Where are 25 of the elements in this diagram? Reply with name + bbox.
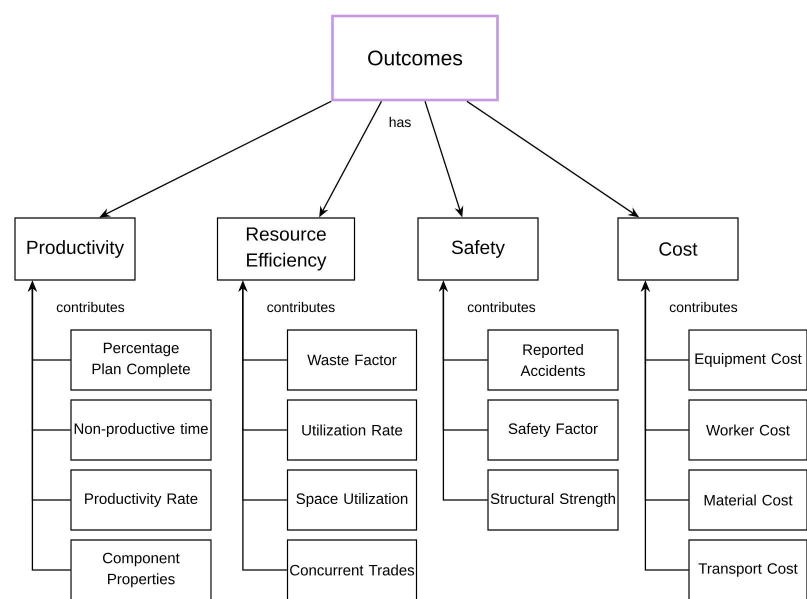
edge-label: has bbox=[388, 116, 412, 128]
factor-box: Concurrent Trades bbox=[286, 539, 418, 599]
outcome-box: Outcomes bbox=[331, 14, 499, 102]
edge-label: contributes bbox=[466, 300, 537, 314]
factor-box: Percentage Plan Complete bbox=[70, 329, 212, 391]
factor-box: Productivity Rate bbox=[70, 469, 212, 531]
factor-box: Non-productive time bbox=[70, 399, 212, 461]
edge-label: contributes bbox=[266, 300, 336, 314]
factor-box: Reported Accidents bbox=[487, 329, 619, 391]
factor-box: Waste Factor bbox=[286, 329, 418, 391]
factor-box: Utilization Rate bbox=[286, 399, 418, 461]
factor-box: Safety Factor bbox=[487, 399, 619, 461]
category-box: Productivity bbox=[14, 217, 136, 281]
factor-box: Space Utilization bbox=[286, 469, 418, 531]
edge-label: contributes bbox=[668, 300, 739, 314]
category-box: Cost bbox=[617, 217, 739, 281]
factor-box: Worker Cost bbox=[688, 399, 807, 461]
category-box: Safety bbox=[417, 217, 539, 281]
edge-label: contributes bbox=[55, 300, 126, 314]
factor-box: Transport Cost bbox=[688, 539, 807, 599]
factor-box: Equipment Cost bbox=[688, 329, 807, 391]
factor-box: Structural Strength bbox=[487, 469, 619, 531]
factor-box: Material Cost bbox=[688, 469, 807, 531]
factor-box: Component Properties bbox=[70, 539, 212, 599]
category-box: Resource Efficiency bbox=[216, 217, 356, 281]
